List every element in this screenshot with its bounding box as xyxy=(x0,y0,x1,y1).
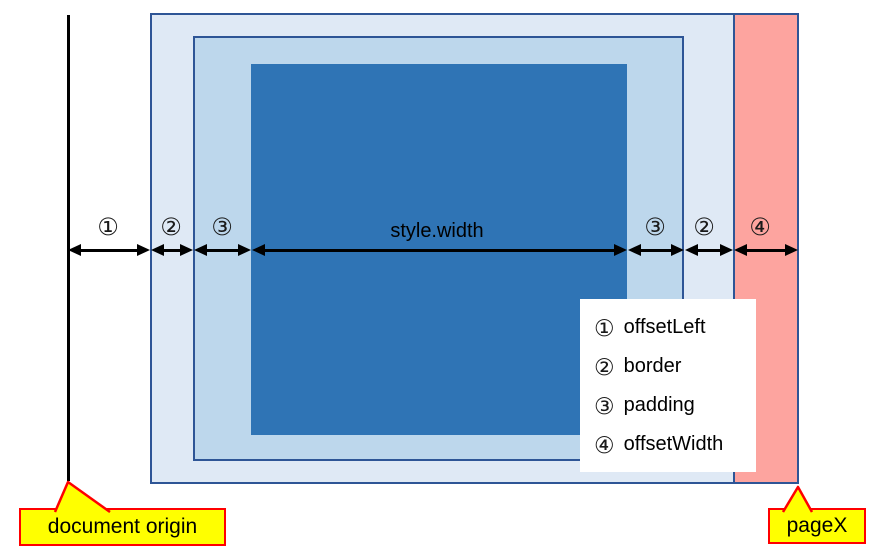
legend-num-2: ② xyxy=(594,353,615,380)
style-width-arrow-icon xyxy=(252,244,627,257)
legend-item-offsetleft: ① offsetLeft xyxy=(594,308,756,347)
legend-item-offsetwidth: ④ offsetWidth xyxy=(594,425,756,464)
offsetleft-arrow-icon xyxy=(68,244,150,257)
legend-num-4: ④ xyxy=(594,431,615,458)
pagex-callout: pageX xyxy=(768,508,866,544)
legend-num-1: ① xyxy=(594,314,615,341)
legend-item-padding: ③ padding xyxy=(594,386,756,425)
label-border-right-num: ② xyxy=(693,214,715,241)
padding-right-arrow-icon xyxy=(628,244,684,257)
label-offsetleft-num: ① xyxy=(97,214,119,241)
legend-label-offsetwidth: offsetWidth xyxy=(623,433,724,455)
document-origin-callout-pointer-icon xyxy=(53,480,111,513)
legend: ① offsetLeft ② border ③ padding ④ offset… xyxy=(580,299,756,472)
border-left-arrow-icon xyxy=(151,244,193,257)
label-padding-left-num: ③ xyxy=(211,214,233,241)
legend-label-border: border xyxy=(623,355,682,377)
legend-label-offsetleft: offsetLeft xyxy=(623,316,706,338)
label-padding-right-num: ③ xyxy=(644,214,666,241)
padding-left-arrow-icon xyxy=(194,244,251,257)
label-offsetwidth-num: ④ xyxy=(749,214,771,241)
label-style-width: style.width xyxy=(390,220,484,242)
legend-item-border: ② border xyxy=(594,347,756,386)
label-border-left-num: ② xyxy=(160,214,182,241)
document-origin-callout: document origin xyxy=(19,508,226,546)
pagex-callout-label: pageX xyxy=(786,514,848,537)
legend-num-3: ③ xyxy=(594,392,615,419)
offsetwidth-arrow-icon xyxy=(734,244,798,257)
border-right-arrow-icon xyxy=(685,244,733,257)
pagex-callout-pointer-icon xyxy=(781,485,814,513)
document-origin-callout-label: document origin xyxy=(47,515,198,538)
legend-label-padding: padding xyxy=(623,394,695,416)
